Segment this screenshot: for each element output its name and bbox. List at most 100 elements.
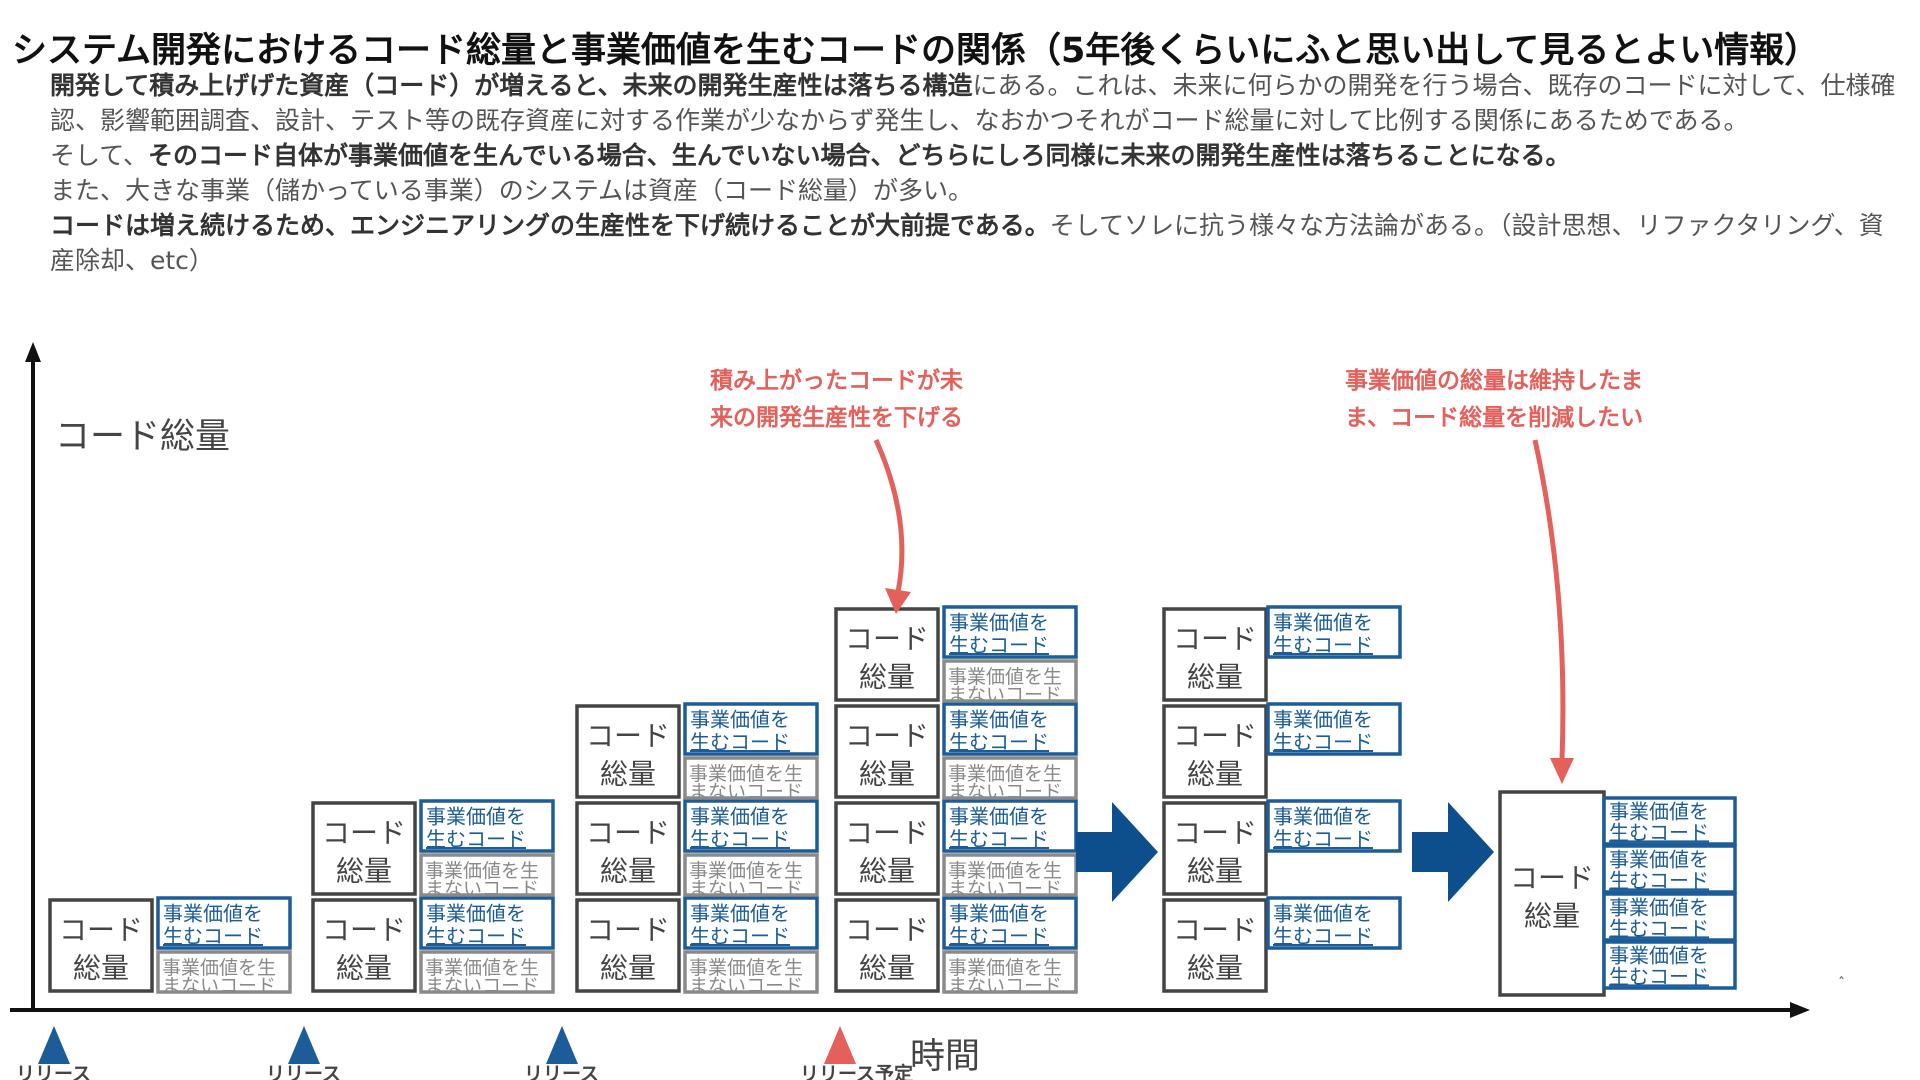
value-code-block xyxy=(419,799,555,853)
nonvalue-code-label-line2: まないコード xyxy=(948,975,1062,997)
value-code-block xyxy=(683,896,819,950)
code-total-block xyxy=(311,898,417,993)
code-total-label-line1: コード xyxy=(1510,862,1594,895)
nonvalue-code-label-line2: まないコード xyxy=(425,975,539,997)
value-code-block xyxy=(1602,940,1737,990)
code-total-label-line1: コード xyxy=(1173,720,1257,753)
value-code-label-line1: 事業価値を xyxy=(426,805,526,829)
code-total-label-line1: コード xyxy=(845,623,929,656)
nonvalue-code-block xyxy=(683,853,819,897)
code-total-block xyxy=(48,898,154,993)
value-code-label-line2: 生むコード xyxy=(1609,820,1709,844)
value-code-label-line1: 事業価値を xyxy=(1609,800,1709,824)
code-total-label-line1: コード xyxy=(1173,817,1257,850)
code-total-label-line2: 総量 xyxy=(336,952,392,985)
code-total-block xyxy=(834,801,940,896)
value-code-block xyxy=(1266,702,1402,756)
code-total-label-line2: 総量 xyxy=(1524,900,1580,933)
value-code-label-line2: 生むコード xyxy=(426,924,526,948)
nonvalue-code-label-line2: まないコード xyxy=(162,975,276,997)
nonvalue-code-label-line2: まないコード xyxy=(689,975,803,997)
transition-arrow-2 xyxy=(1412,802,1494,902)
release-label-3: リリース xyxy=(524,1063,599,1080)
value-code-label-line1: 事業価値を xyxy=(949,902,1049,926)
nonvalue-code-block xyxy=(942,659,1078,703)
code-total-label-line1: コード xyxy=(586,914,670,947)
nonvalue-code-label-line1: 事業価値を生 xyxy=(689,763,803,785)
value-code-label-line1: 事業価値を xyxy=(163,902,263,926)
release-marker-4 xyxy=(824,1026,856,1064)
value-code-block xyxy=(1266,896,1402,950)
code-total-block xyxy=(1162,607,1268,702)
release-label-2: リリース xyxy=(266,1063,341,1080)
nonvalue-code-label-line2: まないコード xyxy=(948,878,1062,900)
x-axis-label: 時間 xyxy=(910,1037,980,1076)
code-total-block xyxy=(575,801,681,896)
nonvalue-code-label-line2: まないコード xyxy=(689,781,803,803)
value-code-label-line1: 事業価値を xyxy=(949,708,1049,732)
code-total-label-line2: 総量 xyxy=(73,952,129,985)
nonvalue-code-block xyxy=(942,756,1078,800)
annotation-1-line-2: 来の開発生産性を下げる xyxy=(710,404,963,431)
description-paragraph-3: また、大きな事業（儲かっている事業）のシステムは資産（コード総量）が多い。 xyxy=(50,176,974,205)
description: 開発して積み上げげた資産（コード）が増えると、未来の開発生産性は落ちる構造にある… xyxy=(50,68,1900,278)
value-code-label-line2: 生むコード xyxy=(163,924,263,948)
code-total-label-line2: 総量 xyxy=(859,855,915,888)
nonvalue-code-label-line1: 事業価値を生 xyxy=(162,957,276,979)
value-code-label-line1: 事業価値を xyxy=(1273,708,1373,732)
page-title: システム開発におけるコード総量と事業価値を生むコードの関係（5年後くらいにふと思… xyxy=(12,31,1820,71)
nonvalue-code-label-line1: 事業価値を生 xyxy=(948,860,1062,882)
code-total-label-line1: コード xyxy=(586,720,670,753)
value-code-label-line1: 事業価値を xyxy=(690,708,790,732)
release-marker-1 xyxy=(38,1026,70,1064)
value-code-label-line1: 事業価値を xyxy=(426,902,526,926)
value-code-block xyxy=(942,896,1078,950)
value-code-label-line2: 生むコード xyxy=(949,633,1049,657)
release-label-1: リリース xyxy=(16,1063,91,1080)
nonvalue-code-block xyxy=(942,853,1078,897)
value-code-label-line1: 事業価値を xyxy=(690,902,790,926)
nonvalue-code-block xyxy=(156,950,292,994)
annotation-1-arrow xyxy=(873,438,905,593)
nonvalue-code-block xyxy=(419,950,555,994)
stray-mark: ˆ xyxy=(1838,976,1845,992)
value-code-label-line2: 生むコード xyxy=(949,730,1049,754)
code-total-label-line1: コード xyxy=(1173,914,1257,947)
value-code-label-line1: 事業価値を xyxy=(1273,611,1373,635)
value-code-label-line2: 生むコード xyxy=(690,827,790,851)
value-code-label-line1: 事業価値を xyxy=(1609,896,1709,920)
release-marker-3 xyxy=(546,1026,578,1064)
description-paragraph-1: 開発して積み上げげた資産（コード）が増えると、未来の開発生産性は落ちる構造にある… xyxy=(50,71,1896,135)
code-total-block xyxy=(1162,801,1268,896)
code-total-label-line2: 総量 xyxy=(859,661,915,694)
nonvalue-code-block xyxy=(942,950,1078,994)
code-total-block xyxy=(575,704,681,799)
code-total-label-line2: 総量 xyxy=(600,952,656,985)
code-total-label-line2: 総量 xyxy=(859,758,915,791)
code-total-block xyxy=(1162,704,1268,799)
value-code-block xyxy=(156,896,292,950)
description-paragraph-4: コードは増え続けるため、エンジニアリングの生産性を下げ続けることが大前提である。… xyxy=(50,211,1884,275)
code-total-block xyxy=(834,898,940,993)
code-total-label-line2: 総量 xyxy=(859,952,915,985)
value-code-label-line2: 生むコード xyxy=(1273,827,1373,851)
nonvalue-code-label-line2: まないコード xyxy=(948,781,1062,803)
nonvalue-code-label-line1: 事業価値を生 xyxy=(689,957,803,979)
value-code-label-line2: 生むコード xyxy=(1273,730,1373,754)
value-code-label-line1: 事業価値を xyxy=(949,805,1049,829)
value-code-block xyxy=(683,799,819,853)
value-code-label-line1: 事業価値を xyxy=(690,805,790,829)
nonvalue-code-label-line1: 事業価値を生 xyxy=(689,860,803,882)
value-code-label-line1: 事業価値を xyxy=(949,611,1049,635)
value-code-label-line2: 生むコード xyxy=(949,827,1049,851)
value-code-label-line2: 生むコード xyxy=(690,730,790,754)
code-total-label-line2: 総量 xyxy=(1187,758,1243,791)
y-axis-label: コード総量 xyxy=(55,417,230,456)
code-total-label-line2: 総量 xyxy=(600,855,656,888)
value-code-label-line2: 生むコード xyxy=(1273,924,1373,948)
annotation-2-line-1: 事業価値の総量は維持したま xyxy=(1345,367,1643,394)
value-code-block xyxy=(1266,799,1402,853)
nonvalue-code-block xyxy=(683,756,819,800)
code-total-label-line2: 総量 xyxy=(1187,661,1243,694)
